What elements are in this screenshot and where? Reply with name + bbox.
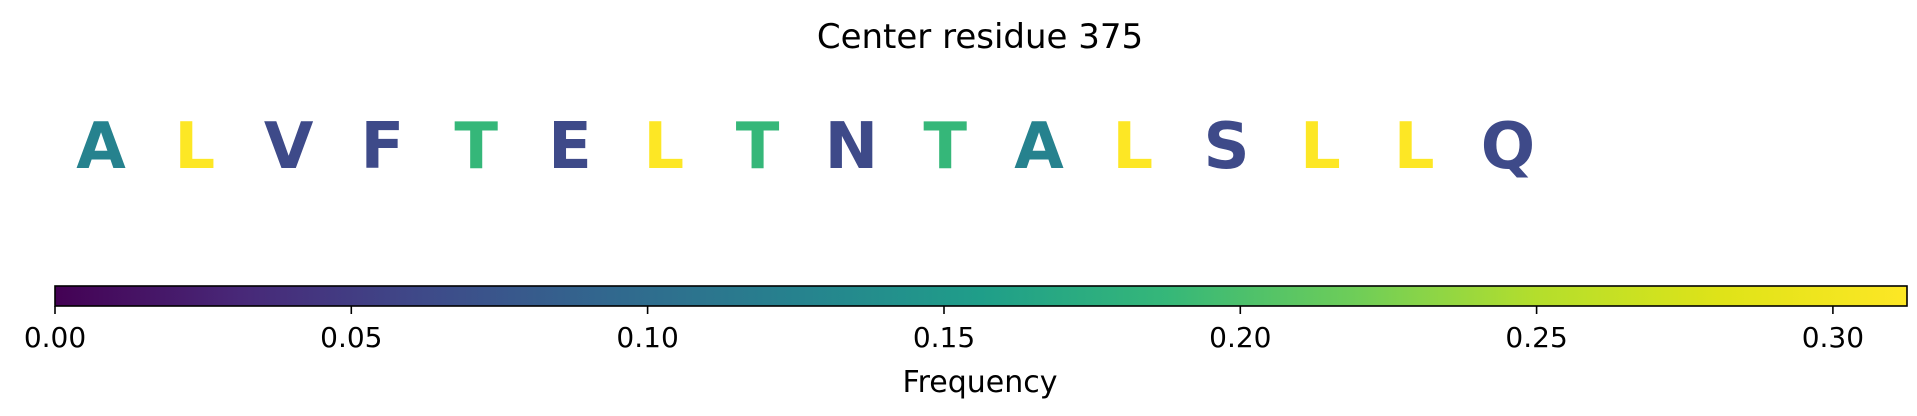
residue-letter-10: A (1014, 110, 1064, 184)
colorbar-tick-label-0: 0.00 (24, 321, 86, 354)
colorbar-tick-label-1: 0.05 (320, 321, 382, 354)
residue-letter-5: E (548, 110, 592, 184)
residue-letter-2: V (264, 110, 314, 184)
colorbar-label: Frequency (903, 365, 1058, 400)
colorbar: 0.00 0.05 0.10 0.15 0.20 0.25 0.30 (24, 285, 1908, 354)
residue-letter-0: A (76, 110, 126, 184)
residue-letter-15: Q (1481, 110, 1535, 184)
chart-title: Center residue 375 (817, 17, 1143, 57)
residue-letter-14: L (1394, 110, 1435, 184)
colorbar-gradient (54, 285, 1908, 307)
residue-letter-8: N (825, 110, 879, 184)
colorbar-tick-label-3: 0.15 (913, 321, 975, 354)
residue-letter-6: L (643, 110, 684, 184)
residue-letter-3: F (361, 110, 405, 184)
colorbar-tick-label-6: 0.30 (1802, 321, 1864, 354)
residue-letter-12: S (1204, 110, 1250, 184)
residue-letter-13: L (1300, 110, 1341, 184)
residue-letter-1: L (174, 110, 215, 184)
colorbar-tick-label-4: 0.20 (1209, 321, 1271, 354)
colorbar-tick-label-2: 0.10 (616, 321, 678, 354)
residue-letter-7: T (736, 110, 780, 184)
residue-letter-11: L (1112, 110, 1153, 184)
residue-letter-9: T (923, 110, 967, 184)
residue-letter-4: T (454, 110, 498, 184)
colorbar-tick-label-5: 0.25 (1505, 321, 1567, 354)
